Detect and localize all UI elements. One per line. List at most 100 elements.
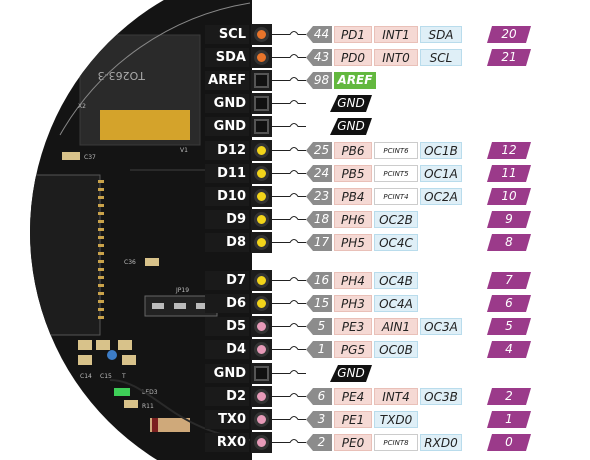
connector-lines bbox=[272, 31, 306, 443]
led bbox=[114, 388, 130, 396]
pin-label: SCL bbox=[205, 25, 249, 44]
pcint-tag: PCINT5 bbox=[374, 165, 418, 182]
capacitor bbox=[62, 152, 80, 160]
header-pin bbox=[251, 186, 272, 207]
alt-function: AIN1 bbox=[374, 318, 418, 335]
connector-line bbox=[272, 147, 306, 151]
pcint-tag: PCINT6 bbox=[374, 142, 418, 159]
ic-package bbox=[30, 174, 101, 336]
gnd-tag: GND bbox=[330, 95, 372, 112]
jumper-pin bbox=[152, 303, 164, 309]
alt-function: TXD0 bbox=[374, 411, 418, 428]
mcu-pin-number: 1 bbox=[306, 341, 332, 358]
port-name: PB6 bbox=[334, 142, 372, 159]
header-pin bbox=[251, 232, 272, 253]
led-label: LED3 bbox=[142, 389, 158, 396]
header-pin bbox=[251, 47, 272, 68]
pin-dot bbox=[254, 73, 269, 88]
mcu-pin-number: 5 bbox=[306, 318, 332, 335]
pin-label: RX0 bbox=[205, 433, 249, 452]
aref-tag: AREF bbox=[334, 72, 376, 89]
v1-label: V1 bbox=[180, 147, 188, 154]
alt-function-2: SCL bbox=[420, 49, 462, 66]
pin-label: AREF bbox=[205, 71, 249, 90]
header-pin bbox=[251, 93, 272, 114]
port-name: PE3 bbox=[334, 318, 372, 335]
digital-pin-number: 1 bbox=[487, 411, 531, 428]
header-pin bbox=[251, 116, 272, 137]
pin-label: GND bbox=[205, 117, 249, 136]
alt-function: OC0B bbox=[374, 341, 418, 358]
port-name: PH3 bbox=[334, 295, 372, 312]
digital-pin-number: 20 bbox=[487, 26, 531, 43]
header-pin bbox=[251, 432, 272, 453]
mcu-pin-number: 43 bbox=[306, 49, 332, 66]
port-name: PD1 bbox=[334, 26, 372, 43]
connector-line bbox=[272, 277, 306, 281]
digital-pin-number: 21 bbox=[487, 49, 531, 66]
jumper-pin bbox=[196, 303, 208, 309]
mcu-pin-number: 2 bbox=[306, 434, 332, 451]
pin-dot bbox=[254, 273, 269, 288]
pin-label: D7 bbox=[205, 271, 249, 290]
mcu-pin-number: 16 bbox=[306, 272, 332, 289]
resistor bbox=[124, 400, 138, 408]
pin-label: D8 bbox=[205, 233, 249, 252]
pin-label: SDA bbox=[205, 48, 249, 67]
pin-label: D5 bbox=[205, 317, 249, 336]
diode bbox=[150, 418, 190, 432]
alt-function: OC4A bbox=[374, 295, 418, 312]
component bbox=[78, 340, 92, 350]
pcint-tag: PCINT8 bbox=[374, 434, 418, 451]
mcu-pin-number: 6 bbox=[306, 388, 332, 405]
connector-line bbox=[272, 54, 306, 58]
alt-function-2: SDA bbox=[420, 26, 462, 43]
digital-pin-number: 11 bbox=[487, 165, 531, 182]
mcu-pin-number: 44 bbox=[306, 26, 332, 43]
pin-dot bbox=[254, 342, 269, 357]
connector-line bbox=[272, 323, 306, 327]
port-name: PB4 bbox=[334, 188, 372, 205]
pin-dot bbox=[254, 50, 269, 65]
digital-pin-number: 6 bbox=[487, 295, 531, 312]
alt-function: INT0 bbox=[374, 49, 418, 66]
connector-line bbox=[272, 170, 306, 174]
pin-dot bbox=[254, 212, 269, 227]
pin-dot bbox=[254, 189, 269, 204]
pin-dot bbox=[254, 435, 269, 450]
connector-line bbox=[272, 393, 306, 397]
header-pin bbox=[251, 140, 272, 161]
alt-function: OC2B bbox=[374, 211, 418, 228]
digital-pin-number: 8 bbox=[487, 234, 531, 251]
port-name: PE4 bbox=[334, 388, 372, 405]
mcu-pin-number: 98 bbox=[306, 72, 332, 89]
connector-line bbox=[272, 346, 306, 350]
pin-label: D6 bbox=[205, 294, 249, 313]
digital-pin-number: 9 bbox=[487, 211, 531, 228]
alt-function: OC4B bbox=[374, 272, 418, 289]
header-pin bbox=[251, 293, 272, 314]
digital-pin-number: 10 bbox=[487, 188, 531, 205]
alt-function: INT4 bbox=[374, 388, 418, 405]
connector-line bbox=[272, 193, 306, 197]
pin-row: GND GND bbox=[0, 93, 590, 114]
mcu-pin-number: 18 bbox=[306, 211, 332, 228]
mcu-pin-number: 24 bbox=[306, 165, 332, 182]
pin-label: GND bbox=[205, 94, 249, 113]
digital-pin-number: 0 bbox=[487, 434, 531, 451]
pcint-tag: PCINT4 bbox=[374, 188, 418, 205]
pin-dot bbox=[254, 296, 269, 311]
pin-label: D9 bbox=[205, 210, 249, 229]
port-name: PG5 bbox=[334, 341, 372, 358]
pin-dot bbox=[254, 412, 269, 427]
